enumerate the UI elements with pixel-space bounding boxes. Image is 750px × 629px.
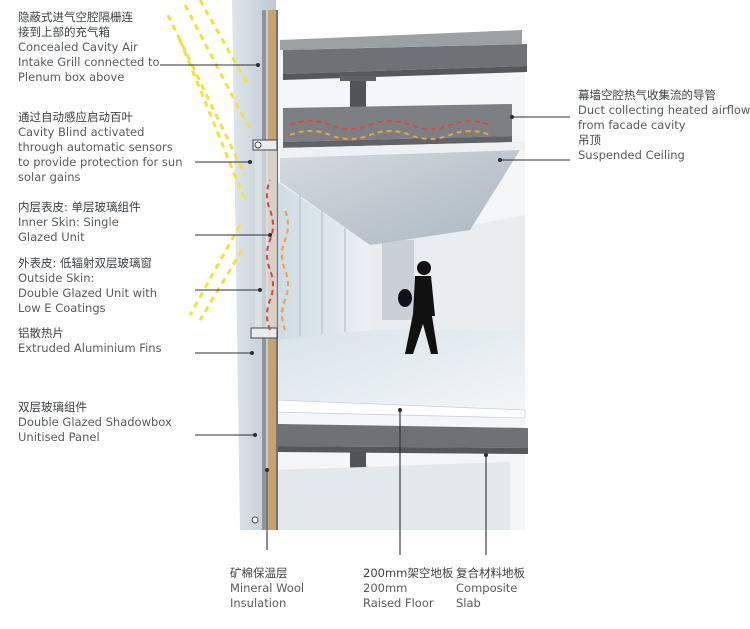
label-zh: 外表皮: 低辐射双层玻璃窗 bbox=[18, 256, 153, 270]
upper-slab bbox=[280, 30, 527, 148]
label-zh: 内层表皮: 单层玻璃组件 bbox=[18, 200, 141, 214]
label-en: Mineral Wool bbox=[230, 581, 305, 595]
airflow-arrows bbox=[266, 120, 491, 331]
suspended-ceiling bbox=[280, 142, 525, 245]
label-en: Duct collecting heated airflow bbox=[578, 103, 750, 117]
label-en: Slab bbox=[456, 596, 481, 610]
label-en: Glazed Unit bbox=[18, 230, 85, 244]
floor-plate bbox=[274, 330, 528, 530]
facade bbox=[232, 0, 370, 530]
label-inner-skin: 内层表皮: 单层玻璃组件 Inner Skin: Single Glazed U… bbox=[18, 200, 141, 245]
label-en: Raised Floor bbox=[363, 596, 434, 610]
label-mineral-wool: 矿棉保温层 Mineral Wool Insulation bbox=[230, 566, 304, 611]
label-zh: 接到上部的充气箱 bbox=[18, 25, 110, 39]
label-zh: 铝散热片 bbox=[18, 326, 64, 340]
label-en: Composite bbox=[456, 581, 518, 595]
label-en: Plenum box above bbox=[18, 70, 125, 84]
label-en: Low E Coatings bbox=[18, 301, 106, 315]
label-en: through automatic sensors bbox=[18, 140, 173, 154]
air-duct bbox=[283, 104, 512, 142]
cavity-blind bbox=[255, 150, 277, 330]
label-en: from facade cavity bbox=[578, 118, 686, 132]
leader-lines bbox=[160, 64, 570, 555]
label-cavity-blind: 通过自动感应启动百叶 Cavity Blind activated throug… bbox=[18, 110, 182, 185]
label-zh: 吊顶 bbox=[578, 133, 601, 147]
label-raised-floor: 200mm架空地板 200mm Raised Floor bbox=[363, 566, 453, 611]
label-outside-skin: 外表皮: 低辐射双层玻璃窗 Outside Skin: Double Glaze… bbox=[18, 256, 157, 316]
label-zh: 矿棉保温层 bbox=[230, 566, 288, 580]
label-en: Intake Grill connected to bbox=[18, 55, 160, 69]
label-zh: 复合材料地板 bbox=[456, 566, 525, 580]
label-shadowbox: 双层玻璃组件 Double Glazed Shadowbox Unitised … bbox=[18, 400, 172, 445]
label-intake-grill: 隐蔽式进气空腔隔栅连 接到上部的充气箱 Concealed Cavity Air… bbox=[18, 10, 160, 85]
label-duct: 幕墙空腔热气收集流的导管 Duct collecting heated airf… bbox=[578, 88, 750, 163]
aluminium-fins bbox=[250, 327, 278, 339]
label-en: Unitised Panel bbox=[18, 430, 100, 444]
label-en: solar gains bbox=[18, 170, 81, 184]
sunlight-rays bbox=[166, 0, 252, 321]
label-en: Inner Skin: Single bbox=[18, 215, 119, 229]
label-en: 200mm bbox=[363, 581, 408, 595]
column bbox=[382, 240, 414, 320]
person-silhouette bbox=[398, 261, 438, 354]
label-en: Outside Skin: bbox=[18, 271, 95, 285]
label-en: Double Glazed Shadowbox bbox=[18, 415, 172, 429]
label-en: to provide protection for sun bbox=[18, 155, 183, 169]
label-zh: 隐蔽式进气空腔隔栅连 bbox=[18, 10, 133, 24]
label-en: Concealed Cavity Air bbox=[18, 40, 138, 54]
label-zh: 双层玻璃组件 bbox=[18, 400, 87, 414]
label-zh: 通过自动感应启动百叶 bbox=[18, 110, 133, 124]
label-zh: 幕墙空腔热气收集流的导管 bbox=[578, 88, 716, 102]
label-en: Extruded Aluminium Fins bbox=[18, 341, 162, 355]
intake-grill bbox=[252, 139, 278, 151]
label-zh: 200mm架空地板 bbox=[363, 566, 454, 580]
label-composite-slab: 复合材料地板 Composite Slab bbox=[456, 566, 525, 611]
label-en: Insulation bbox=[230, 596, 287, 610]
label-en: Cavity Blind activated bbox=[18, 125, 145, 139]
label-en: Suspended Ceiling bbox=[578, 148, 685, 162]
label-en: Double Glazed Unit with bbox=[18, 286, 158, 300]
label-aluminium-fins: 铝散热片 Extruded Aluminium Fins bbox=[18, 326, 162, 356]
